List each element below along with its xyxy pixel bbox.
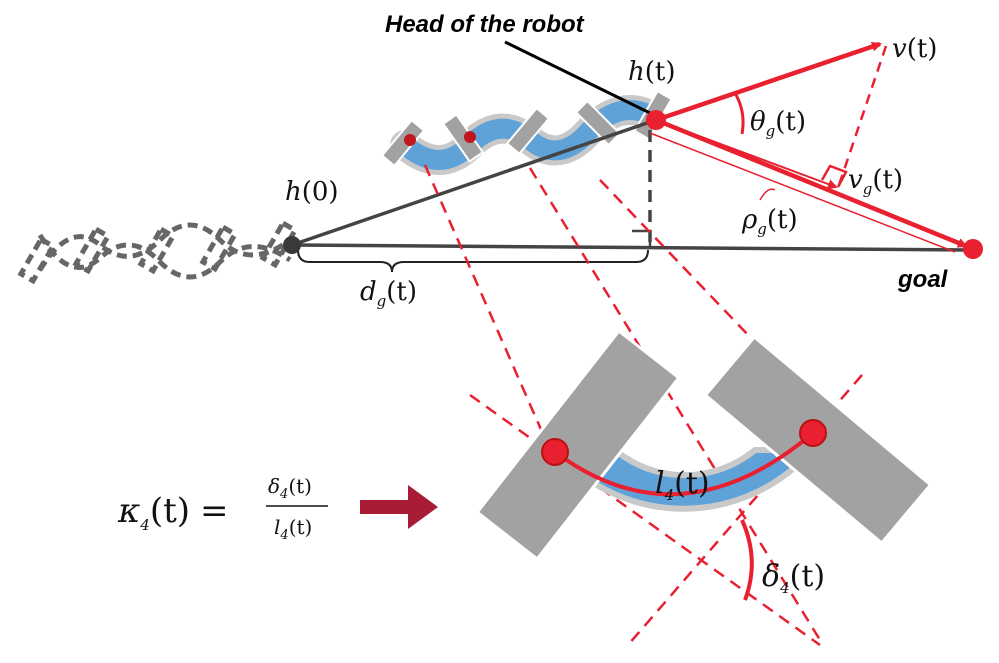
implies-arrow <box>360 485 438 529</box>
svg-text:κ4(t)=: κ4(t)= <box>117 491 229 534</box>
dg-bracket <box>297 249 649 273</box>
svg-text:δ4(t): δ4(t) <box>268 474 312 502</box>
label-rho-g: ρg(t) <box>741 205 798 238</box>
head-point <box>646 110 666 130</box>
goal-label: goal <box>897 266 949 293</box>
label-v-g: vg(t) <box>848 165 903 198</box>
goal-point <box>963 239 983 259</box>
svg-text:l4(t): l4(t) <box>274 515 312 543</box>
head-label: Head of the robot <box>385 11 585 38</box>
ghost-robot-initial <box>17 219 299 285</box>
label-delta-4: δ4(t) <box>762 559 825 597</box>
snake-robot-current <box>380 89 673 175</box>
label-v-t: v(t) <box>892 34 937 64</box>
zoomed-joint <box>475 328 933 601</box>
curvature-formula: κ4(t)= δ4(t) l4(t) <box>117 474 328 543</box>
label-h-0: h(0) <box>285 177 339 207</box>
head-pointer-line <box>504 40 651 115</box>
start-point <box>283 236 301 254</box>
label-theta-g: θg(t) <box>750 107 806 140</box>
red-vectors <box>649 41 968 253</box>
label-d-g: dg(t) <box>360 277 417 310</box>
label-h-t: h(t) <box>628 57 676 87</box>
label-l-4: l4(t) <box>655 466 710 504</box>
